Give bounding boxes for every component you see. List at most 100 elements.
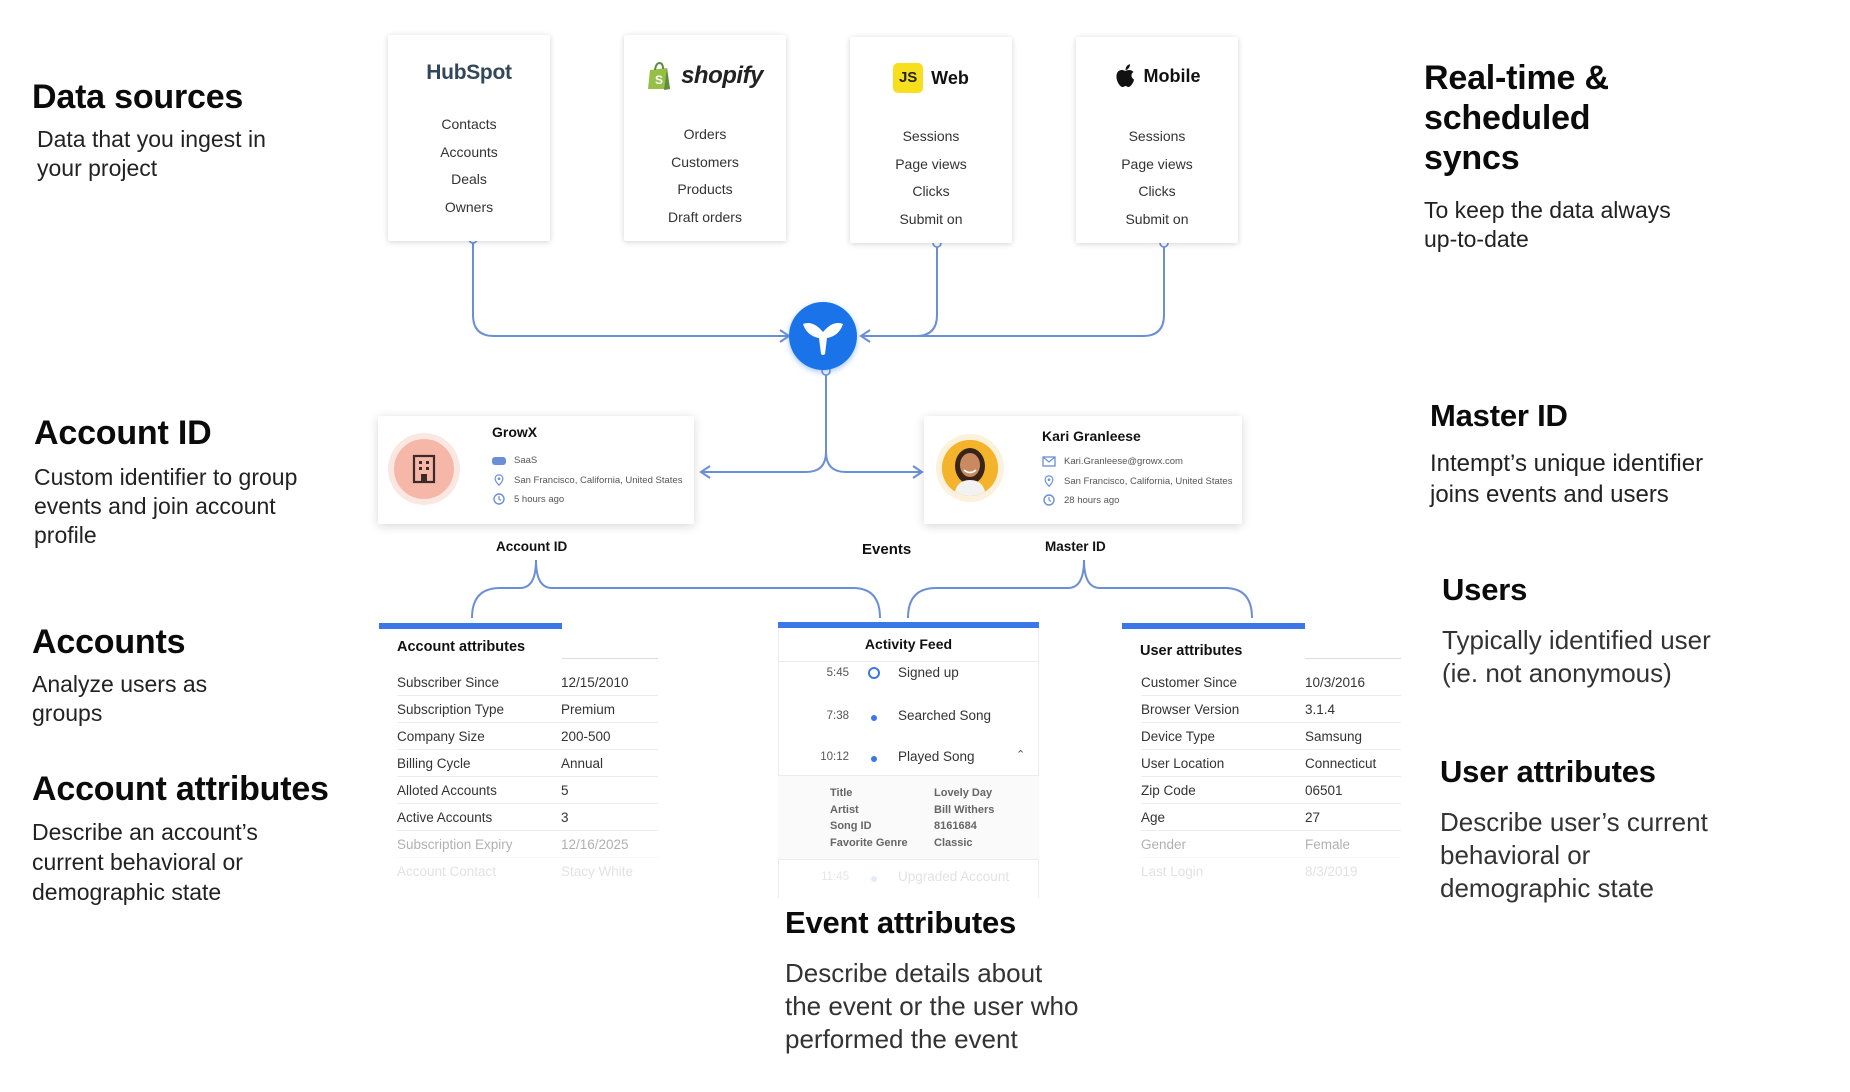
attr-key: Alloted Accounts	[397, 783, 497, 798]
master-events-brace	[907, 559, 1253, 619]
source-item: Sessions	[902, 128, 960, 144]
event-name: Signed up	[898, 665, 959, 680]
user-email-row: Kari.Granleese@growx.com	[1042, 456, 1183, 467]
source-item: Contacts	[441, 116, 497, 132]
feed-event[interactable]: 5:45 Signed up	[778, 664, 1039, 700]
hubspot-connector	[472, 239, 788, 337]
master-id-label: Master ID	[1045, 539, 1106, 554]
source-card-web[interactable]: JS Web Sessions Page views Clicks Submit…	[850, 37, 1012, 243]
event-time: 7:38	[826, 710, 849, 722]
source-name: Web	[931, 67, 969, 88]
source-card-shopify[interactable]: S shopify Orders Customers Products Draf…	[624, 35, 786, 241]
events-label: Events	[862, 541, 912, 558]
source-header: Mobile	[1076, 63, 1238, 89]
building-icon	[412, 454, 436, 484]
master-id-desc: Intempt’s unique identifier joins events…	[1430, 448, 1703, 510]
event-dot	[871, 756, 877, 762]
account-location-row: San Francisco, California, United States	[492, 474, 682, 486]
attr-key: Customer Since	[1141, 675, 1238, 690]
source-items: Sessions Page views Clicks Submit on	[1076, 123, 1238, 233]
users-block: Users Typically identified user (ie. not…	[1442, 570, 1711, 690]
attr-value: Annual	[561, 756, 604, 771]
detail-key: Song ID	[830, 820, 872, 832]
user-attributes-table: Customer Since 10/3/2016 Browser Version 3…	[1141, 669, 1401, 885]
source-item: Products	[677, 181, 733, 197]
data-sources-block: Data sources Data that you ingest in you…	[32, 77, 266, 183]
attr-value: Stacy White	[561, 864, 634, 879]
detail-keys: Title Artist Song ID Favorite Genre	[830, 785, 908, 851]
event-start-dot	[868, 667, 880, 679]
user-location: San Francisco, California, United States	[1064, 475, 1233, 487]
hubspot-logo: HubSpot	[426, 61, 512, 85]
arrow-head	[912, 465, 924, 479]
desc-line: demographic state	[1440, 873, 1654, 903]
event-attributes-desc: Describe details about the event or the …	[785, 957, 1078, 1056]
attr-key: Company Size	[397, 729, 485, 744]
attr-key: Age	[1141, 810, 1166, 825]
feed-body	[778, 628, 1039, 898]
account-profile-card[interactable]: GrowX SaaS San Francisco, California, Un…	[378, 416, 694, 524]
attr-value: 10/3/2016	[1305, 675, 1366, 690]
user-attributes-block: User attributes Describe user’s current …	[1440, 752, 1708, 905]
attr-value: Female	[1305, 837, 1351, 852]
account-name: GrowX	[492, 424, 538, 440]
source-card-mobile[interactable]: Mobile Sessions Page views Clicks Submit…	[1076, 37, 1238, 243]
desc-line: performed the event	[785, 1024, 1018, 1054]
panel-tab-title: User attributes	[1122, 623, 1305, 661]
account-id-block: Account ID Custom identifier to group ev…	[34, 413, 297, 550]
detail-key: Favorite Genre	[830, 836, 908, 849]
attr-key: Browser Version	[1141, 702, 1240, 717]
user-avatar	[942, 440, 998, 496]
source-item: Submit on	[899, 210, 963, 227]
master-id-title: Master ID	[1430, 398, 1568, 433]
attr-value: 12/15/2010	[561, 675, 629, 690]
source-item: Owners	[444, 198, 494, 215]
clock-icon	[493, 493, 505, 505]
attr-value: 8/3/2019	[1305, 864, 1358, 879]
feed-event[interactable]: 11:45 Upgraded Account	[778, 866, 1039, 894]
detail-key: Title	[830, 787, 853, 799]
event-name: Upgraded Account	[898, 869, 1010, 884]
detail-key: Artist	[830, 803, 859, 816]
user-profile-card[interactable]: Kari Granleese Kari.Granleese@growx.com …	[924, 416, 1242, 524]
attr-value: 3.1.4	[1305, 702, 1336, 717]
user-time-row: 28 hours ago	[1042, 494, 1119, 506]
email-icon	[1042, 456, 1056, 467]
attr-key: Zip Code	[1141, 783, 1196, 798]
master-id-block: Master ID Intempt’s unique identifier jo…	[1430, 396, 1703, 510]
attr-value: Connecticut	[1305, 756, 1377, 771]
desc-line: the event or the user who	[785, 991, 1079, 1021]
source-item: Sessions	[1128, 128, 1186, 144]
source-item: Clicks	[912, 183, 950, 199]
attr-key: Active Accounts	[397, 810, 493, 825]
account-events-brace	[471, 559, 881, 619]
desc-line: demographic state	[32, 879, 222, 905]
desc-line: Describe user’s current	[1440, 807, 1708, 837]
desc-line: (ie. not anonymous)	[1442, 658, 1672, 688]
user-attributes-title: User attributes	[1440, 754, 1656, 789]
event-name: Searched Song	[898, 708, 992, 723]
event-time: 11:45	[821, 871, 849, 883]
account-attributes-block: Account attributes Describe an account’s…	[32, 769, 329, 907]
source-item: Accounts	[440, 143, 498, 160]
chevron-up-icon[interactable]: ⌃	[1016, 749, 1026, 761]
feed-event[interactable]: 7:38 Searched Song	[778, 707, 1039, 743]
attr-value: 200-500	[561, 729, 611, 744]
source-item: Orders	[683, 126, 727, 142]
feed-event-expanded[interactable]: 10:12 Played Song ⌃	[778, 744, 1039, 776]
source-item: Customers	[671, 153, 739, 170]
account-location: San Francisco, California, United States	[514, 474, 683, 486]
desc-line: current behavioral or	[32, 849, 243, 875]
tab-underline	[562, 658, 658, 659]
data-sources-title: Data sources	[32, 78, 244, 116]
user-attributes-desc: Describe user’s current behavioral or de…	[1440, 806, 1708, 905]
event-name: Played Song	[898, 749, 975, 764]
source-card-hubspot[interactable]: HubSpot Contacts Accounts Deals Owners	[388, 35, 550, 241]
source-item: Page views	[895, 155, 967, 172]
